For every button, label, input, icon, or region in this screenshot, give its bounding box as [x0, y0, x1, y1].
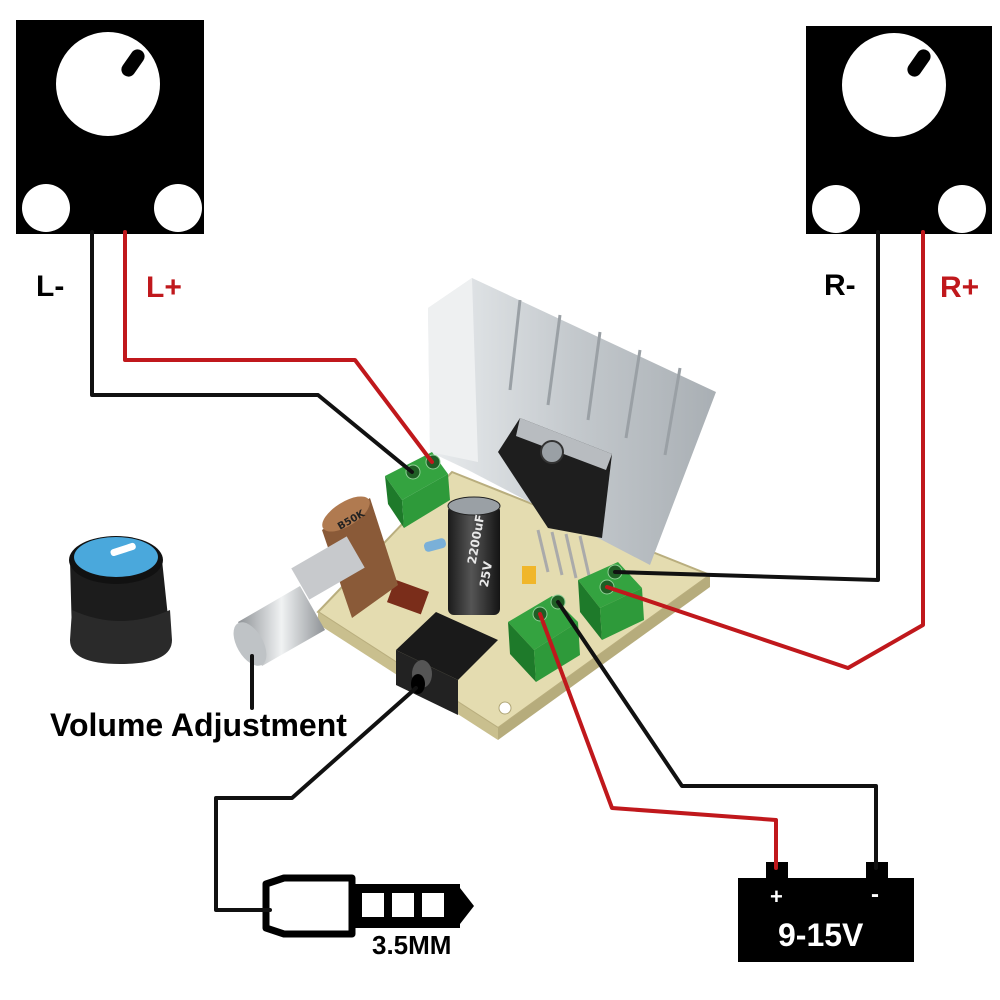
- wire-r-minus: [613, 230, 880, 582]
- wire-l-plus: [123, 230, 434, 464]
- battery-icon: [738, 862, 914, 962]
- amplifier-module: 2200uF 25V B50K: [233, 278, 716, 740]
- right-speaker-icon: [806, 26, 992, 234]
- label-l-minus: L-: [36, 270, 64, 303]
- label-battery-minus: -: [871, 881, 879, 908]
- left-speaker-icon: [16, 20, 204, 234]
- label-jack-size: 3.5MM: [372, 930, 451, 960]
- label-volume-adjustment: Volume Adjustment: [50, 707, 347, 743]
- volume-knob-icon: [69, 536, 172, 664]
- wire-l-minus: [90, 230, 414, 474]
- volume-potentiometer: B50K: [233, 496, 398, 666]
- amplifier-chip: [498, 418, 612, 581]
- heatsink: [428, 278, 716, 565]
- label-l-plus: L+: [146, 271, 182, 304]
- wires: [90, 230, 925, 912]
- label-battery-voltage: 9-15V: [778, 917, 864, 953]
- wire-r-plus: [605, 230, 925, 670]
- wire-audio-input: [214, 686, 418, 912]
- terminal-block-left-speaker: [385, 452, 450, 528]
- label-battery-plus: +: [770, 884, 783, 909]
- audio-jack-socket: [396, 612, 498, 715]
- audio-plug-icon: [262, 874, 474, 938]
- wire-power-minus: [556, 600, 878, 870]
- label-r-minus: R-: [824, 269, 856, 302]
- capacitor-marking-2: 25V: [477, 560, 495, 589]
- terminal-block-right-speaker: [578, 562, 644, 640]
- label-r-plus: R+: [940, 271, 979, 304]
- electrolytic-capacitor: 2200uF 25V: [447, 496, 501, 615]
- wire-power-plus: [538, 612, 778, 870]
